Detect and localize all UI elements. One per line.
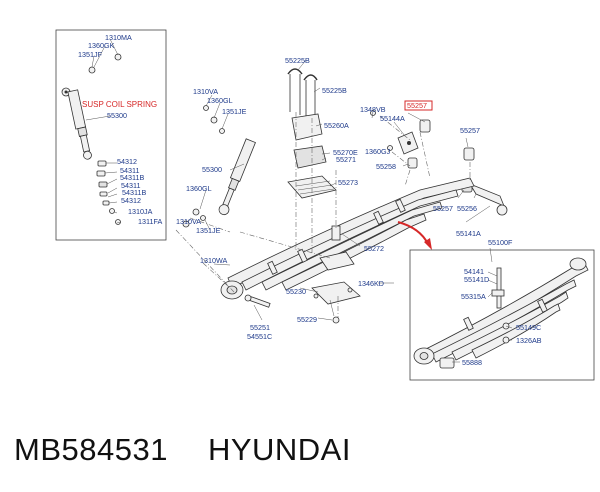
label-1346KD: 1346KD bbox=[358, 279, 384, 288]
label-55272: 55272 bbox=[364, 244, 384, 253]
shock-absorber-main[interactable] bbox=[182, 105, 256, 228]
label-55251: 55251 bbox=[250, 323, 270, 332]
label-55100F: 55100F bbox=[488, 238, 513, 247]
label-54311-b: 54311 bbox=[121, 181, 140, 190]
label-55230: 55230 bbox=[286, 287, 306, 296]
label-55256: 55256 bbox=[457, 204, 477, 213]
label-55141D: 55141D bbox=[464, 275, 489, 284]
inset-box-coil-spring bbox=[55, 29, 167, 241]
label-1351JF: 1351JF bbox=[78, 50, 103, 59]
label-54311B-b: 54311B bbox=[122, 188, 146, 197]
label-54311B-a: 54311B bbox=[120, 173, 144, 182]
highlight-box-55257 bbox=[404, 100, 433, 111]
label-55257-lower: 55257 bbox=[433, 204, 453, 213]
label-1310VA-bottom: 1310VA bbox=[176, 217, 201, 226]
label-54312-b: 54312 bbox=[121, 196, 141, 205]
label-1360GL-bottom: 1360GL bbox=[186, 184, 212, 193]
label-1310JA: 1310JA bbox=[128, 207, 153, 216]
leaf-spring-main[interactable] bbox=[220, 177, 475, 300]
label-1348VB: 1348VB bbox=[360, 105, 386, 114]
label-55270E: 55270E bbox=[333, 148, 358, 157]
label-55300-inset: 55300 bbox=[107, 111, 127, 120]
label-55225B-top: 55225B bbox=[285, 56, 310, 65]
label-55273: 55273 bbox=[338, 178, 358, 187]
label-1351JE-bottom: 1351JE bbox=[196, 226, 221, 235]
label-55300-main: 55300 bbox=[202, 165, 222, 174]
label-55888: 55888 bbox=[462, 358, 482, 367]
label-55315A: 55315A bbox=[461, 292, 486, 301]
label-55258: 55258 bbox=[376, 162, 396, 171]
shock-absorber-inset[interactable] bbox=[61, 53, 122, 160]
footer-caption: MB584531 HYUNDAI bbox=[14, 425, 351, 475]
label-55271: 55271 bbox=[336, 155, 356, 164]
brand-name: HYUNDAI bbox=[207, 432, 351, 467]
part-number: MB584531 bbox=[14, 432, 168, 467]
label-54311-a: 54311 bbox=[120, 166, 139, 175]
label-54312-a: 54312 bbox=[117, 157, 137, 166]
label-55225B: 55225B bbox=[322, 86, 347, 95]
label-1326AB: 1326AB bbox=[516, 336, 542, 345]
label-1310VA-top: 1310VA bbox=[193, 87, 218, 96]
label-1311FA: 1311FA bbox=[138, 217, 162, 226]
label-55257-highlight[interactable]: 55257 bbox=[407, 101, 427, 110]
label-55257-right: 55257 bbox=[460, 126, 480, 135]
spring-seat-plate[interactable] bbox=[311, 251, 361, 324]
label-54551C: 54551C bbox=[247, 332, 272, 341]
center-bolt[interactable] bbox=[244, 294, 271, 308]
label-1310MA: 1310MA bbox=[105, 33, 132, 42]
inset-box-leaf-spring bbox=[409, 249, 595, 381]
parts-diagram: 1310MA 1360GK 1351JF SUSP COIL SPRING 55… bbox=[55, 29, 595, 381]
label-55260A: 55260A bbox=[324, 121, 349, 130]
label-1310WA: 1310WA bbox=[200, 256, 228, 265]
label-55149C: 55149C bbox=[516, 323, 541, 332]
callout-arrow bbox=[397, 221, 432, 250]
label-55144A: 55144A bbox=[380, 114, 405, 123]
label-55229: 55229 bbox=[297, 315, 317, 324]
label-1351JE-top: 1351JE bbox=[222, 107, 247, 116]
label-54141: 54141 bbox=[464, 267, 484, 276]
label-55141A: 55141A bbox=[456, 229, 481, 238]
leaf-spring-inset[interactable] bbox=[413, 257, 589, 369]
label-1360GJ: 1360GJ bbox=[365, 147, 391, 156]
label-1360GL-top: 1360GL bbox=[207, 96, 233, 105]
u-bolt-assembly[interactable] bbox=[287, 68, 337, 199]
label-1360GK: 1360GK bbox=[88, 41, 115, 50]
bushing-stack-inset[interactable] bbox=[96, 160, 121, 225]
label-susp-coil-spring: SUSP COIL SPRING bbox=[82, 100, 157, 109]
